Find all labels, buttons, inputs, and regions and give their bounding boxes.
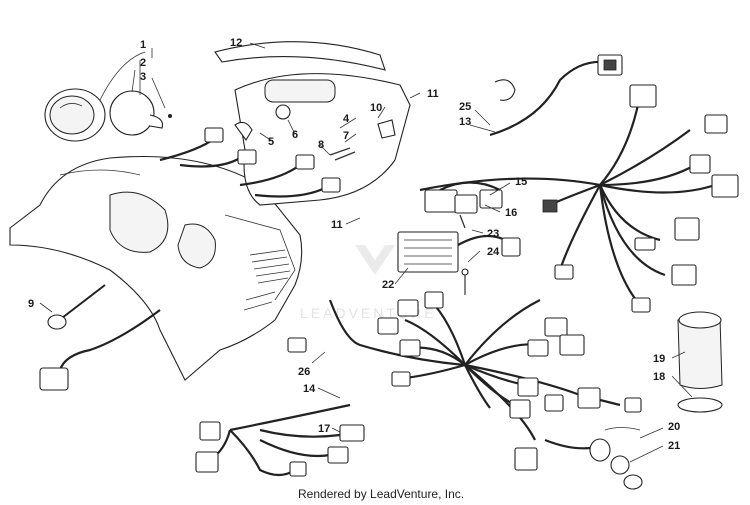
callout-10: 10 bbox=[370, 102, 382, 114]
callout-6: 6 bbox=[292, 129, 298, 141]
sleeve-and-clamp bbox=[677, 311, 723, 413]
callout-1: 1 bbox=[140, 39, 146, 51]
callout-24: 24 bbox=[487, 246, 500, 258]
callout-14: 14 bbox=[303, 383, 316, 395]
callout-15: 15 bbox=[515, 176, 527, 188]
callout-labels: 1 2 3 4 5 6 7 8 9 10 11 11 12 13 14 15 1… bbox=[28, 37, 680, 452]
hood-nose-pan bbox=[9, 156, 303, 381]
callout-4: 4 bbox=[343, 113, 350, 125]
callout-18: 18 bbox=[653, 371, 665, 383]
callout-11-bottom: 11 bbox=[331, 219, 343, 231]
grille-vents bbox=[243, 249, 291, 311]
credit-text: Rendered by LeadVenture, Inc. bbox=[298, 487, 464, 501]
callout-2: 2 bbox=[140, 57, 146, 69]
sensor-parts bbox=[544, 427, 643, 490]
upper-fairing bbox=[214, 41, 411, 206]
callout-19: 19 bbox=[653, 353, 665, 365]
headlight-assembly bbox=[44, 51, 172, 142]
regulator-module bbox=[397, 231, 521, 295]
callout-22: 22 bbox=[382, 279, 394, 291]
callout-3: 3 bbox=[140, 71, 146, 83]
callout-5: 5 bbox=[268, 136, 274, 148]
headlight-harness bbox=[159, 127, 356, 198]
callout-13: 13 bbox=[459, 116, 471, 128]
callout-8: 8 bbox=[318, 139, 324, 151]
callout-9: 9 bbox=[28, 298, 34, 310]
callout-16: 16 bbox=[505, 207, 517, 219]
side-harness bbox=[39, 309, 161, 391]
lower-harness bbox=[195, 291, 642, 477]
main-harness bbox=[419, 54, 739, 313]
callout-17: 17 bbox=[318, 423, 330, 435]
callout-7: 7 bbox=[343, 130, 349, 142]
retaining-ring bbox=[494, 79, 516, 101]
mounting-bolt bbox=[47, 284, 106, 330]
callout-21: 21 bbox=[668, 440, 680, 452]
callout-26: 26 bbox=[298, 366, 310, 378]
callout-11-top: 11 bbox=[427, 88, 439, 100]
callout-23: 23 bbox=[487, 228, 499, 240]
callout-12: 12 bbox=[230, 37, 242, 49]
callout-25: 25 bbox=[459, 101, 471, 113]
callout-20: 20 bbox=[668, 421, 680, 433]
leader-lines bbox=[39, 42, 693, 463]
